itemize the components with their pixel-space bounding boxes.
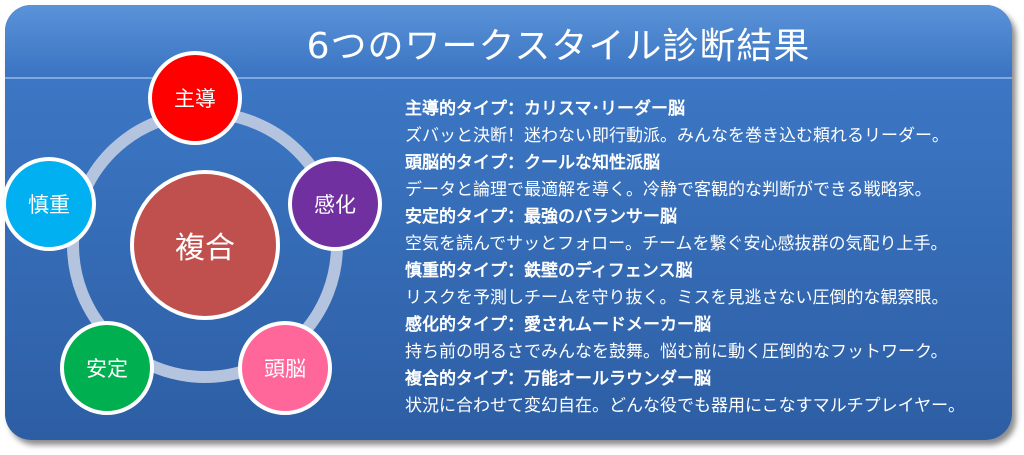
type-heading: 複合的タイプ：万能オールラウンダー脳: [405, 369, 711, 389]
title-bar: 6つのワークスタイル診断結果: [5, 5, 1012, 79]
node-leader: 主導: [148, 51, 242, 145]
result-panel: 6つのワークスタイル診断結果 複合 主導 感化 頭脳 安定 慎重 主導的タイプ：…: [5, 5, 1012, 440]
node-stable: 安定: [60, 321, 154, 415]
type-heading: 感化的タイプ：愛されムードメーカー脳: [405, 315, 711, 335]
type-body: 空気を読んでサッとフォロー。チームを繋ぐ安心感抜群の気配り上手。: [405, 234, 948, 254]
type-body: ズバッと決断！迷わない即行動派。みんなを巻き込む頼れるリーダー。: [405, 126, 949, 146]
type-heading: 主導的タイプ：カリスマ･リーダー脳: [405, 99, 685, 119]
node-brain: 頭脳: [238, 321, 332, 415]
node-careful: 慎重: [5, 157, 96, 251]
node-complex: 複合: [130, 170, 280, 320]
type-heading: 慎重的タイプ：鉄壁のディフェンス脳: [405, 261, 693, 281]
type-body: データと論理で最適解を導く。冷静で客観的な判断ができる戦略家。: [405, 180, 932, 200]
type-descriptions: 主導的タイプ：カリスマ･リーダー脳 ズバッと決断！迷わない即行動派。みんなを巻き…: [405, 96, 1012, 420]
type-heading: 安定的タイプ：最強のバランサー脳: [405, 207, 677, 227]
type-heading: 頭脳的タイプ：クールな知性派脳: [405, 153, 660, 173]
type-body: リスクを予測しチームを守り抜く。ミスを見逃さない圧倒的な観察眼。: [405, 288, 949, 308]
type-body: 状況に合わせて変幻自在。どんな役でも器用にこなすマルチプレイヤー。: [405, 396, 965, 416]
node-influence: 感化: [288, 157, 382, 251]
type-body: 持ち前の明るさでみんなを鼓舞。悩む前に動く圧倒的なフットワーク。: [405, 342, 948, 362]
page-title: 6つのワークスタイル診断結果: [306, 26, 811, 67]
